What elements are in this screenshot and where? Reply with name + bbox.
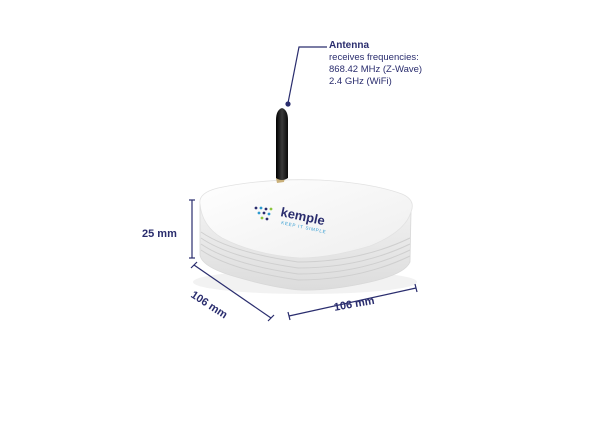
antenna-title: Antenna	[329, 40, 369, 51]
height-dimension-label: 25 mm	[142, 228, 177, 240]
antenna-frequency-zwave: 868.42 MHz (Z-Wave)	[329, 64, 423, 75]
antenna-callout: Antenna receives frequencies: 868.42 MHz…	[329, 40, 422, 88]
device-body	[193, 179, 417, 294]
height-dimension-line	[189, 199, 195, 259]
depth-dimension-line	[190, 261, 275, 322]
antenna-description: receives frequencies:	[329, 52, 419, 63]
antenna-frequency-wifi: 2.4 GHz (WiFi)	[329, 76, 392, 87]
brand-logo-mark	[254, 206, 273, 221]
width-dimension-line	[287, 283, 418, 321]
antenna-callout-leader	[285, 46, 327, 107]
antenna-icon	[276, 108, 288, 183]
